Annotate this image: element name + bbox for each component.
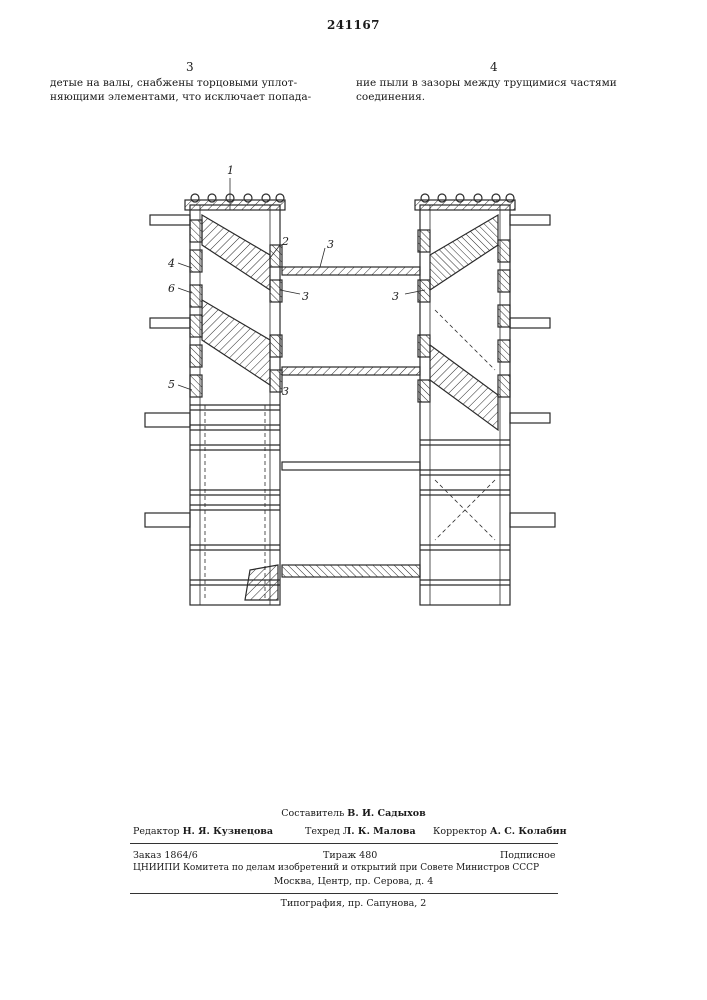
- figure-label-3: 3: [282, 385, 289, 398]
- address-line: Москва, Центр, пр. Серова, д. 4: [0, 876, 707, 887]
- figure-label-1: 1: [227, 164, 234, 177]
- patent-number: 241167: [0, 18, 707, 32]
- right-shaft-stub: [510, 513, 555, 527]
- connecting-shafts: [282, 267, 420, 577]
- right-seal-block: [498, 375, 510, 397]
- figure-label-6: 6: [168, 282, 175, 295]
- figure-label-4: 4: [167, 257, 175, 270]
- left-inclined-disc-lower: [202, 300, 270, 385]
- subscription: Подписное: [500, 850, 556, 861]
- left-shaft-stub: [145, 513, 190, 527]
- left-seal-block: [270, 370, 282, 392]
- compiler-label: Составитель: [281, 808, 344, 819]
- connecting-shaft-dashed: [282, 462, 420, 470]
- right-seal-block: [418, 335, 430, 357]
- imprint-divider: [130, 843, 558, 844]
- left-seal-block: [190, 220, 202, 242]
- editor-name: Н. Я. Кузнецова: [183, 826, 273, 837]
- figure-label-5: 5: [168, 378, 175, 391]
- left-pipe-upper: [150, 215, 190, 225]
- imprint-divider: [130, 893, 558, 894]
- left-seal-block: [190, 375, 202, 397]
- tech-editor-name: Л. К. Малова: [343, 826, 416, 837]
- right-pipe-lower: [510, 413, 550, 423]
- corrector-line: Корректор А. С. Колабин: [433, 826, 567, 837]
- left-inclined-disc-upper: [202, 215, 270, 290]
- left-seal-block: [190, 250, 202, 272]
- connecting-shaft-middle: [282, 367, 420, 375]
- right-column-number: 4: [490, 60, 498, 74]
- left-seal-block: [190, 315, 202, 337]
- right-top-cap: [415, 200, 515, 210]
- text-line: соединения.: [356, 90, 656, 104]
- right-pipe-upper: [510, 215, 550, 225]
- left-pipe-middle: [150, 318, 190, 328]
- right-seal-block: [498, 340, 510, 362]
- right-inclined-disc-lower: [430, 345, 498, 430]
- left-seal-block: [190, 285, 202, 307]
- left-column-text: детые на валы, снабжены торцовыми уплот-…: [50, 76, 350, 104]
- tech-editor-label: Техред: [305, 826, 340, 837]
- compiler-name: В. И. Садыхов: [347, 808, 425, 819]
- left-top-cap: [185, 200, 285, 210]
- editor-label: Редактор: [133, 826, 180, 837]
- figure-label-2: 2: [281, 235, 289, 248]
- right-seal-block: [418, 380, 430, 402]
- text-line: няющими элементами, что исключает попада…: [50, 90, 350, 104]
- connecting-shaft-lower: [282, 565, 420, 577]
- technical-drawing: 1 2 3 3 3 3 4 6 5: [130, 160, 570, 620]
- right-seal-block: [418, 230, 430, 252]
- right-assembly: [415, 194, 555, 605]
- left-shaft-stub: [145, 413, 190, 427]
- right-inclined-disc-upper: [430, 215, 498, 290]
- left-column-number: 3: [186, 60, 194, 74]
- compiler-line: Составитель В. И. Садыхов: [0, 808, 707, 819]
- editor-line: Редактор Н. Я. Кузнецова: [133, 826, 273, 837]
- print-run: Тираж 480: [323, 850, 377, 861]
- text-line: детые на валы, снабжены торцовыми уплот-: [50, 76, 350, 90]
- figure-label-3: 3: [327, 238, 334, 251]
- figure-label-3: 3: [392, 290, 399, 303]
- left-seal-block: [270, 335, 282, 357]
- right-seal-block: [498, 305, 510, 327]
- right-column-text: ние пыли в зазоры между трущимися частям…: [356, 76, 656, 104]
- left-seal-block: [190, 345, 202, 367]
- corrector-label: Корректор: [433, 826, 487, 837]
- connecting-shaft-upper: [282, 267, 420, 275]
- left-seal-block: [270, 280, 282, 302]
- right-seal-block: [498, 270, 510, 292]
- tech-editor-line: Техред Л. К. Малова: [305, 826, 416, 837]
- left-assembly: [145, 194, 285, 605]
- figure-label-3: 3: [302, 290, 309, 303]
- left-bottom-wedge: [245, 565, 278, 600]
- institute-line: ЦНИИПИ Комитета по делам изобретений и о…: [133, 863, 539, 873]
- right-pipe-middle: [510, 318, 550, 328]
- printing-house: Типография, пр. Сапунова, 2: [0, 898, 707, 909]
- right-seal-block: [498, 240, 510, 262]
- corrector-name: А. С. Колабин: [490, 826, 567, 837]
- order-number: Заказ 1864/6: [133, 850, 198, 861]
- text-line: ние пыли в зазоры между трущимися частям…: [356, 76, 656, 90]
